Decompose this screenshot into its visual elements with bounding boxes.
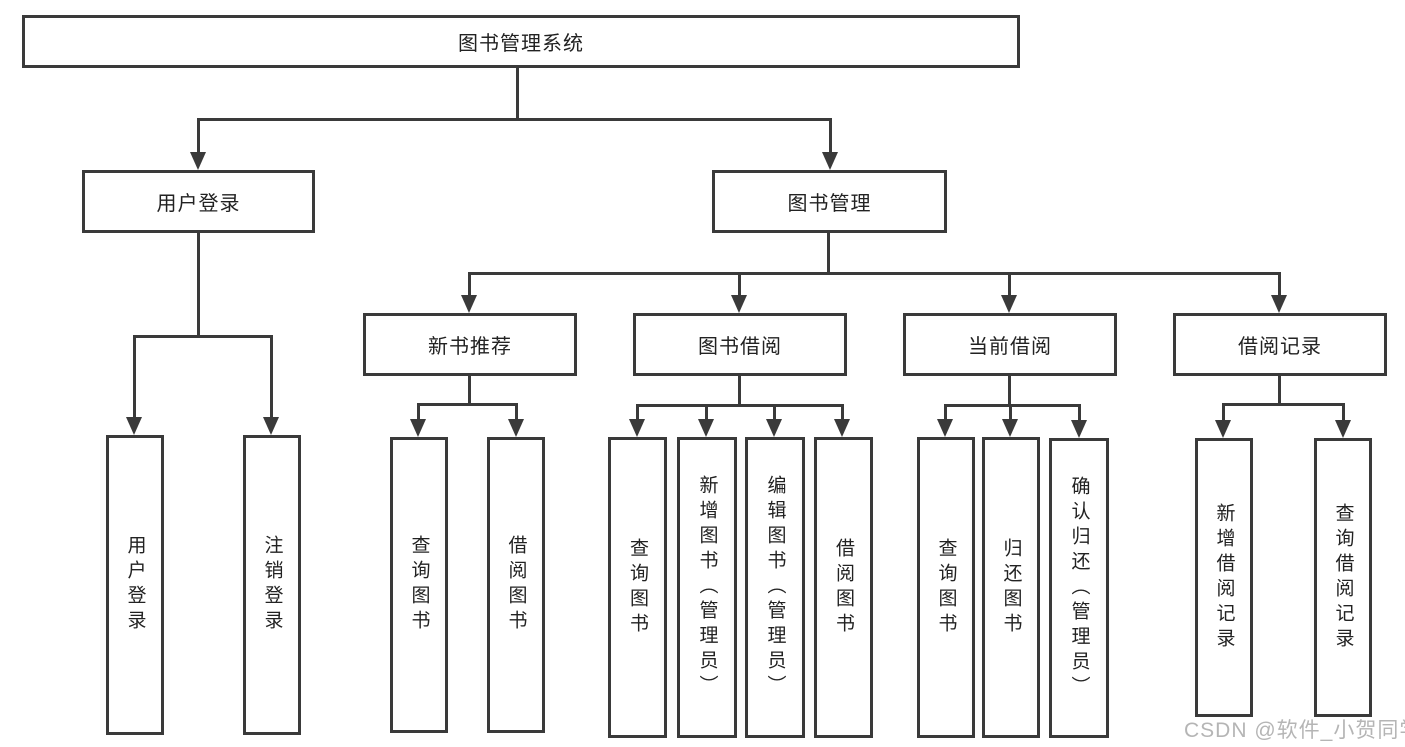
connector-line bbox=[515, 403, 518, 421]
connector-line bbox=[773, 404, 776, 421]
connector-line bbox=[827, 233, 830, 272]
leaf-query-borrow-record: 查询借阅记录 bbox=[1314, 438, 1372, 717]
arrowhead-down-icon bbox=[1335, 420, 1351, 438]
arrowhead-down-icon bbox=[698, 419, 714, 437]
leaf-logout-login: 注销登录 bbox=[243, 435, 301, 735]
arrowhead-down-icon bbox=[1071, 420, 1087, 438]
leaf-query-books-recommend-label: 查询图书 bbox=[408, 535, 430, 635]
leaf-add-borrow-record-label: 新增借阅记录 bbox=[1213, 502, 1235, 653]
connector-line bbox=[270, 335, 273, 419]
connector-line bbox=[1342, 403, 1345, 421]
leaf-edit-books-admin-label: 编辑图书（管理员） bbox=[764, 475, 786, 700]
leaf-borrow-books-recommend-label: 借阅图书 bbox=[505, 535, 527, 635]
leaf-confirm-return-admin-label: 确认归还（管理员） bbox=[1068, 475, 1090, 701]
node-book-borrowing-label: 图书借阅 bbox=[698, 336, 782, 358]
connector-line bbox=[944, 404, 947, 421]
node-borrowing-records-label: 借阅记录 bbox=[1238, 336, 1322, 358]
leaf-add-books-admin: 新增图书（管理员） bbox=[677, 437, 737, 738]
arrowhead-down-icon bbox=[766, 419, 782, 437]
leaf-query-books-borrowing: 查询图书 bbox=[608, 437, 667, 738]
leaf-return-books-label: 归还图书 bbox=[1000, 537, 1022, 638]
arrowhead-down-icon bbox=[126, 417, 142, 435]
leaf-query-books-borrowing-label: 查询图书 bbox=[627, 537, 648, 638]
node-library-management-system-label: 图书管理系统 bbox=[458, 33, 584, 55]
connector-line bbox=[1278, 272, 1281, 297]
node-book-borrowing: 图书借阅 bbox=[633, 313, 847, 376]
connector-line bbox=[636, 404, 843, 407]
arrowhead-down-icon bbox=[461, 295, 477, 313]
connector-line bbox=[133, 335, 273, 338]
arrowhead-down-icon bbox=[508, 419, 524, 437]
arrowhead-down-icon bbox=[263, 417, 279, 435]
connector-line bbox=[197, 233, 200, 335]
connector-line bbox=[1009, 404, 1012, 421]
node-new-book-recommend-label: 新书推荐 bbox=[428, 336, 512, 358]
arrowhead-down-icon bbox=[1001, 295, 1017, 313]
connector-line bbox=[197, 118, 831, 121]
connector-line bbox=[1278, 376, 1281, 406]
leaf-edit-books-admin: 编辑图书（管理员） bbox=[745, 437, 805, 738]
node-borrowing-records: 借阅记录 bbox=[1173, 313, 1387, 376]
connector-line bbox=[738, 376, 741, 406]
connector-line bbox=[197, 118, 200, 156]
arrowhead-down-icon bbox=[190, 152, 206, 170]
leaf-borrow-books-recommend: 借阅图书 bbox=[487, 437, 545, 733]
connector-line bbox=[417, 403, 420, 421]
connector-line bbox=[468, 272, 1281, 275]
node-new-book-recommend: 新书推荐 bbox=[363, 313, 577, 376]
connector-line bbox=[1222, 403, 1345, 406]
connector-line bbox=[841, 404, 844, 421]
connector-line bbox=[738, 272, 741, 297]
arrowhead-down-icon bbox=[1271, 295, 1287, 313]
leaf-query-books-current: 查询图书 bbox=[917, 437, 975, 738]
leaf-user-login: 用户登录 bbox=[106, 435, 164, 735]
leaf-borrow-books-borrowing-label: 借阅图书 bbox=[833, 537, 854, 638]
connector-line bbox=[1008, 376, 1011, 406]
leaf-query-borrow-record-label: 查询借阅记录 bbox=[1332, 502, 1354, 653]
node-book-management-label: 图书管理 bbox=[787, 193, 872, 215]
connector-line bbox=[133, 335, 136, 419]
connector-line bbox=[468, 376, 471, 406]
leaf-return-books: 归还图书 bbox=[982, 437, 1040, 738]
arrowhead-down-icon bbox=[822, 152, 838, 170]
arrowhead-down-icon bbox=[834, 419, 850, 437]
arrowhead-down-icon bbox=[1215, 420, 1231, 438]
connector-line bbox=[1222, 403, 1225, 421]
connector-line bbox=[944, 404, 1081, 407]
leaf-query-books-current-label: 查询图书 bbox=[935, 537, 957, 638]
leaf-confirm-return-admin: 确认归还（管理员） bbox=[1049, 438, 1109, 738]
arrowhead-down-icon bbox=[410, 419, 426, 437]
node-user-login-label: 用户登录 bbox=[156, 193, 241, 215]
arrowhead-down-icon bbox=[731, 295, 747, 313]
node-book-management: 图书管理 bbox=[712, 170, 947, 233]
node-library-management-system: 图书管理系统 bbox=[22, 15, 1020, 68]
arrowhead-down-icon bbox=[1002, 419, 1018, 437]
leaf-add-borrow-record: 新增借阅记录 bbox=[1195, 438, 1253, 717]
connector-line bbox=[417, 403, 518, 406]
arrowhead-down-icon bbox=[629, 419, 645, 437]
leaf-borrow-books-borrowing: 借阅图书 bbox=[814, 437, 873, 738]
watermark: CSDN @软件_小贺同学 bbox=[1184, 719, 1405, 742]
leaf-add-books-admin-label: 新增图书（管理员） bbox=[696, 475, 718, 700]
connector-line bbox=[829, 118, 832, 156]
connector-line bbox=[1078, 404, 1081, 421]
node-current-borrowing-label: 当前借阅 bbox=[968, 336, 1052, 358]
leaf-logout-login-label: 注销登录 bbox=[261, 535, 283, 635]
connector-line bbox=[1008, 272, 1011, 297]
connector-line bbox=[468, 272, 471, 297]
connector-line bbox=[636, 404, 639, 421]
connector-line bbox=[705, 404, 708, 421]
node-user-login: 用户登录 bbox=[82, 170, 315, 233]
arrowhead-down-icon bbox=[937, 419, 953, 437]
leaf-user-login-label: 用户登录 bbox=[124, 535, 146, 635]
connector-line bbox=[516, 68, 519, 118]
node-current-borrowing: 当前借阅 bbox=[903, 313, 1117, 376]
leaf-query-books-recommend: 查询图书 bbox=[390, 437, 448, 733]
